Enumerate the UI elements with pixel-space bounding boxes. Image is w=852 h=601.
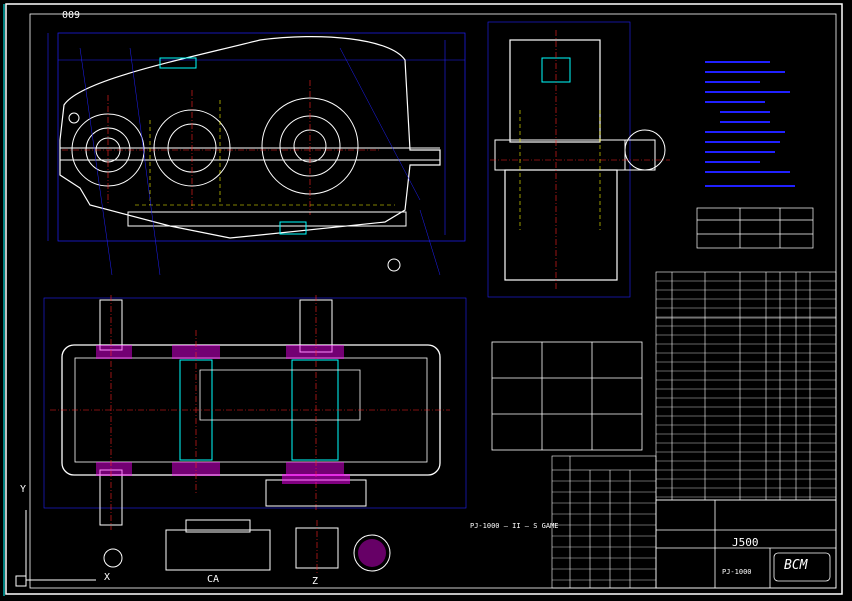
assembly-schemes-grid bbox=[491, 341, 643, 451]
spec-table bbox=[696, 207, 814, 249]
company-logo: BCM bbox=[784, 558, 808, 573]
gear-data-table bbox=[551, 455, 657, 589]
front-view-gearbox bbox=[47, 32, 466, 276]
detail-views bbox=[15, 510, 391, 587]
section-ca-label: CA bbox=[207, 574, 220, 585]
part-number-label: PJ-1000 bbox=[722, 568, 752, 576]
drawing-border bbox=[5, 3, 843, 595]
parts-list-table bbox=[655, 271, 837, 501]
technical-notes bbox=[705, 61, 795, 187]
model-code-label: PJ-1000 — II — S GAME bbox=[470, 522, 559, 530]
scale-label: J500 bbox=[732, 536, 759, 549]
parts-list-rows bbox=[656, 280, 836, 498]
ucs-y-label: Y bbox=[20, 484, 27, 495]
ucs-x-label: X bbox=[104, 572, 111, 583]
title-block bbox=[655, 499, 837, 589]
side-view-gearbox bbox=[487, 21, 670, 298]
gear-data-rows bbox=[552, 480, 656, 581]
top-dimension-label: 009 bbox=[62, 10, 81, 21]
view-z-label: Z bbox=[312, 576, 319, 587]
plan-section-view bbox=[43, 295, 467, 530]
